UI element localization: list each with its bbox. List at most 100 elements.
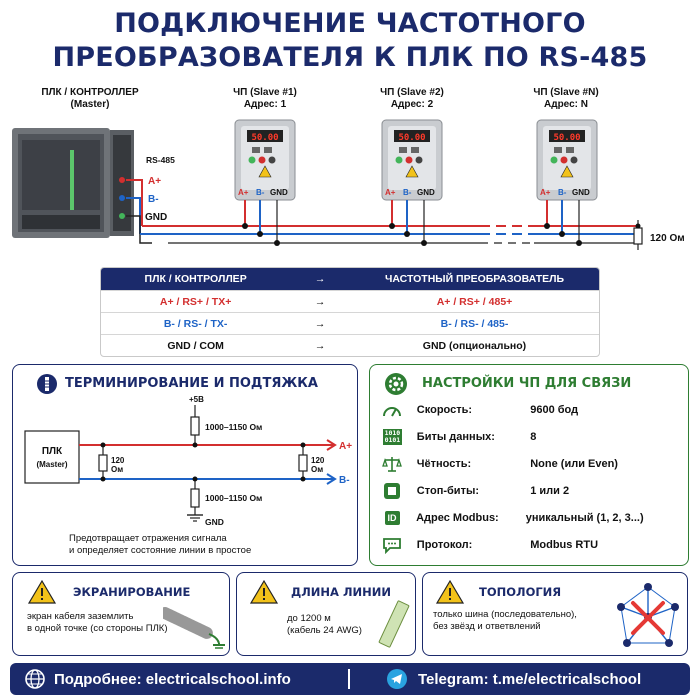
table-header-arrow: → bbox=[314, 273, 326, 285]
slave-n-header: ЧП (Slave #N) Адрес: N bbox=[516, 87, 616, 111]
vfd-slave-1: 50.00 bbox=[234, 119, 296, 246]
setting-value: 9600 бод bbox=[530, 404, 579, 416]
table-header-row: ПЛК / КОНТРОЛЛЕР → ЧАСТОТНЫЙ ПРЕОБРАЗОВА… bbox=[101, 268, 599, 290]
vfd-n-terminal-gnd: GND bbox=[572, 188, 590, 197]
pullup-resistor-label: 1000–1150 Ом bbox=[205, 422, 262, 432]
termination-resistor bbox=[633, 220, 643, 250]
page-title-line-1: ПОДКЛЮЧЕНИЕ ЧАСТОТНОГО bbox=[114, 8, 586, 39]
termination-note-line-2: и определяет состояние линии в простое bbox=[69, 545, 252, 556]
left-resistor-value: 120 bbox=[111, 456, 125, 465]
setting-label: Адрес Modbus: bbox=[416, 512, 499, 524]
line-length-text: до 1200 м (кабель 24 AWG) bbox=[287, 613, 362, 637]
line-length-title: ДЛИНА ЛИНИИ bbox=[291, 585, 391, 599]
topology-text: только шина (последовательно), без звёзд… bbox=[433, 609, 577, 633]
vfd-n-terminal-b: B- bbox=[558, 188, 567, 197]
chat-icon bbox=[382, 535, 403, 555]
warning-icon bbox=[435, 579, 465, 604]
gear-icon bbox=[385, 373, 407, 395]
vfd-1-terminal-b: B- bbox=[256, 188, 265, 197]
table-cell: A+ / RS+ / 485+ bbox=[436, 295, 513, 308]
plc-label: ПЛК / КОНТРОЛЛЕР bbox=[41, 87, 139, 98]
ground-label: GND bbox=[205, 517, 224, 527]
vfd-1-display: 50.00 bbox=[251, 133, 278, 143]
footer-website-link[interactable]: Подробнее: electricalschool.info bbox=[54, 671, 291, 688]
table-cell: B- / RS- / TX- bbox=[163, 317, 228, 330]
scales-icon bbox=[382, 454, 403, 474]
termination-title: ТЕРМИНИРОВАНИЕ И ПОДТЯЖКА bbox=[65, 376, 318, 391]
settings-title: НАСТРОЙКИ ЧП ДЛЯ СВЯЗИ bbox=[422, 376, 632, 391]
setting-label: Протокол: bbox=[416, 539, 473, 551]
table-cell: GND / COM bbox=[167, 339, 224, 352]
footer-telegram-link[interactable]: Telegram: t.me/electricalschool bbox=[418, 671, 642, 688]
shielding-panel: ЭКРАНИРОВАНИЕ экран кабеля заземлить в о… bbox=[12, 572, 230, 656]
vfd-n-display: 50.00 bbox=[553, 133, 580, 143]
setting-row-stop-bits: Стоп-биты: 1 или 2 bbox=[382, 479, 672, 503]
table-cell-arrow: → bbox=[314, 339, 326, 352]
footer-bar: Подробнее: electricalschool.info Telegra… bbox=[10, 663, 690, 695]
mapping-table: ПЛК / КОНТРОЛЛЕР → ЧАСТОТНЫЙ ПРЕОБРАЗОВА… bbox=[100, 267, 600, 357]
vfd-slave-n: 50.00 bbox=[536, 119, 598, 246]
shielding-text: экран кабеля заземлить в одной точке (со… bbox=[27, 611, 168, 635]
slave-1-name: ЧП (Slave #1) bbox=[233, 87, 297, 98]
termination-a-label: A+ bbox=[339, 441, 352, 452]
line-length-text-line-2: (кабель 24 AWG) bbox=[287, 625, 362, 636]
topology-text-line-2: без звёзд и ответвлений bbox=[433, 621, 541, 632]
line-length-text-line-1: до 1200 м bbox=[287, 613, 331, 624]
setting-label: Стоп-биты: bbox=[416, 485, 480, 497]
topology-panel: ТОПОЛОГИЯ только шина (последовательно),… bbox=[422, 572, 688, 656]
vfd-2-terminal-gnd: GND bbox=[417, 188, 435, 197]
setting-label: Биты данных: bbox=[416, 431, 495, 443]
plc-terminal-b: B- bbox=[148, 194, 159, 205]
setting-row-protocol: Протокол: Modbus RTU bbox=[382, 533, 672, 557]
table-cell: B- / RS- / 485- bbox=[440, 317, 509, 330]
vfd-2-terminal-b: B- bbox=[403, 188, 412, 197]
setting-value: уникальный (1, 2, 3...) bbox=[525, 512, 644, 524]
shielding-title: ЭКРАНИРОВАНИЕ bbox=[73, 585, 191, 599]
table-header-plc: ПЛК / КОНТРОЛЛЕР bbox=[144, 273, 247, 285]
setting-row-modbus-address: ID Адрес Modbus: уникальный (1, 2, 3...) bbox=[382, 506, 672, 530]
wiring-diagram: RS-485 A+ B- GND 50.00 bbox=[12, 119, 685, 250]
topology-text-line-1: только шина (последовательно), bbox=[433, 609, 577, 620]
table-cell: GND (опционально) bbox=[422, 339, 527, 352]
setting-value: None (или Even) bbox=[530, 458, 618, 470]
slave-1-header: ЧП (Slave #1) Адрес: 1 bbox=[215, 87, 315, 111]
binary-icon-text: 1010 0101 bbox=[382, 429, 403, 445]
resistor-label: 120 Ом bbox=[650, 233, 685, 244]
stop-icon bbox=[382, 481, 403, 501]
shielding-text-line-2: в одной точке (со стороны ПЛК) bbox=[27, 623, 168, 634]
shielded-cable-icon bbox=[163, 607, 225, 649]
table-cell-arrow: → bbox=[314, 295, 326, 308]
vfd-slave-2: 50.00 bbox=[381, 119, 443, 246]
id-icon-text: ID bbox=[384, 511, 400, 525]
termination-schematic: ПЛК (Master) +5В 1000–1150 Ом 1000–1150 … bbox=[24, 395, 352, 527]
termination-plc-label: ПЛК bbox=[42, 446, 63, 457]
page-title-line-2: ПРЕОБРАЗОВАТЕЛЯ К ПЛК ПО RS-485 bbox=[52, 42, 648, 73]
settings-panel: НАСТРОЙКИ ЧП ДЛЯ СВЯЗИ Скорость: 9600 бо… bbox=[369, 364, 689, 566]
setting-row-data-bits: 1010 0101 Биты данных: 8 bbox=[382, 425, 672, 449]
table-cell: A+ / RS+ / TX+ bbox=[159, 295, 232, 308]
vfd-1-terminal-a: A+ bbox=[238, 188, 249, 197]
setting-value: 1 или 2 bbox=[530, 485, 570, 497]
slave-2-name: ЧП (Slave #2) bbox=[380, 87, 444, 98]
slave-n-name: ЧП (Slave #N) bbox=[533, 87, 599, 98]
telegram-icon bbox=[387, 669, 407, 689]
pulldown-resistor-label: 1000–1150 Ом bbox=[205, 493, 262, 503]
table-row: B- / RS- / TX- → B- / RS- / 485- bbox=[101, 312, 599, 334]
table-row: GND / COM → GND (опционально) bbox=[101, 334, 599, 356]
termination-note: Предотвращает отражения сигнала и опреде… bbox=[69, 533, 349, 557]
setting-value: 8 bbox=[530, 431, 537, 443]
binary-icon: 1010 0101 bbox=[382, 427, 403, 447]
vfd-2-terminal-a: A+ bbox=[385, 188, 396, 197]
plc-header: ПЛК / КОНТРОЛЛЕР (Master) bbox=[20, 87, 160, 111]
termination-b-label: B- bbox=[339, 475, 350, 486]
setting-value: Modbus RTU bbox=[530, 539, 599, 551]
setting-row-parity: Чётность: None (или Even) bbox=[382, 452, 672, 476]
termination-master-label: (Master) bbox=[36, 460, 67, 469]
termination-note-line-1: Предотвращает отражения сигнала bbox=[69, 533, 227, 544]
right-resistor-unit: Ом bbox=[311, 465, 323, 474]
plc-terminal-a: A+ bbox=[148, 176, 161, 187]
plc-device bbox=[12, 128, 134, 238]
vfd-2-display: 50.00 bbox=[398, 133, 425, 143]
slave-1-address: Адрес: 1 bbox=[243, 99, 287, 110]
left-resistor-unit: Ом bbox=[111, 465, 123, 474]
